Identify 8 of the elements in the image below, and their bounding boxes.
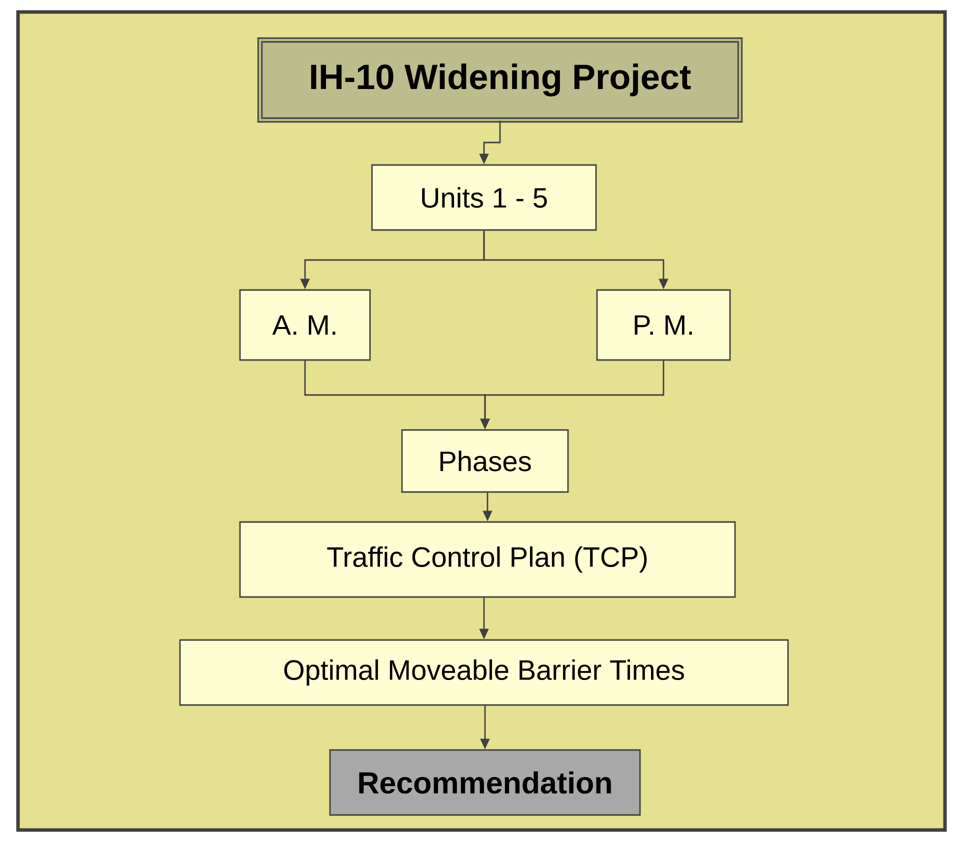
process-box: Traffic Control Plan (TCP) bbox=[239, 521, 736, 598]
title-box: IH-10 Widening Project bbox=[257, 37, 743, 123]
process-box: Optimal Moveable Barrier Times bbox=[179, 639, 789, 706]
process-box: Phases bbox=[401, 429, 569, 493]
process-box: P. M. bbox=[596, 289, 731, 361]
process-box: A. M. bbox=[239, 289, 371, 361]
process-box: Units 1 - 5 bbox=[371, 164, 597, 231]
result-box: Recommendation bbox=[329, 749, 641, 816]
